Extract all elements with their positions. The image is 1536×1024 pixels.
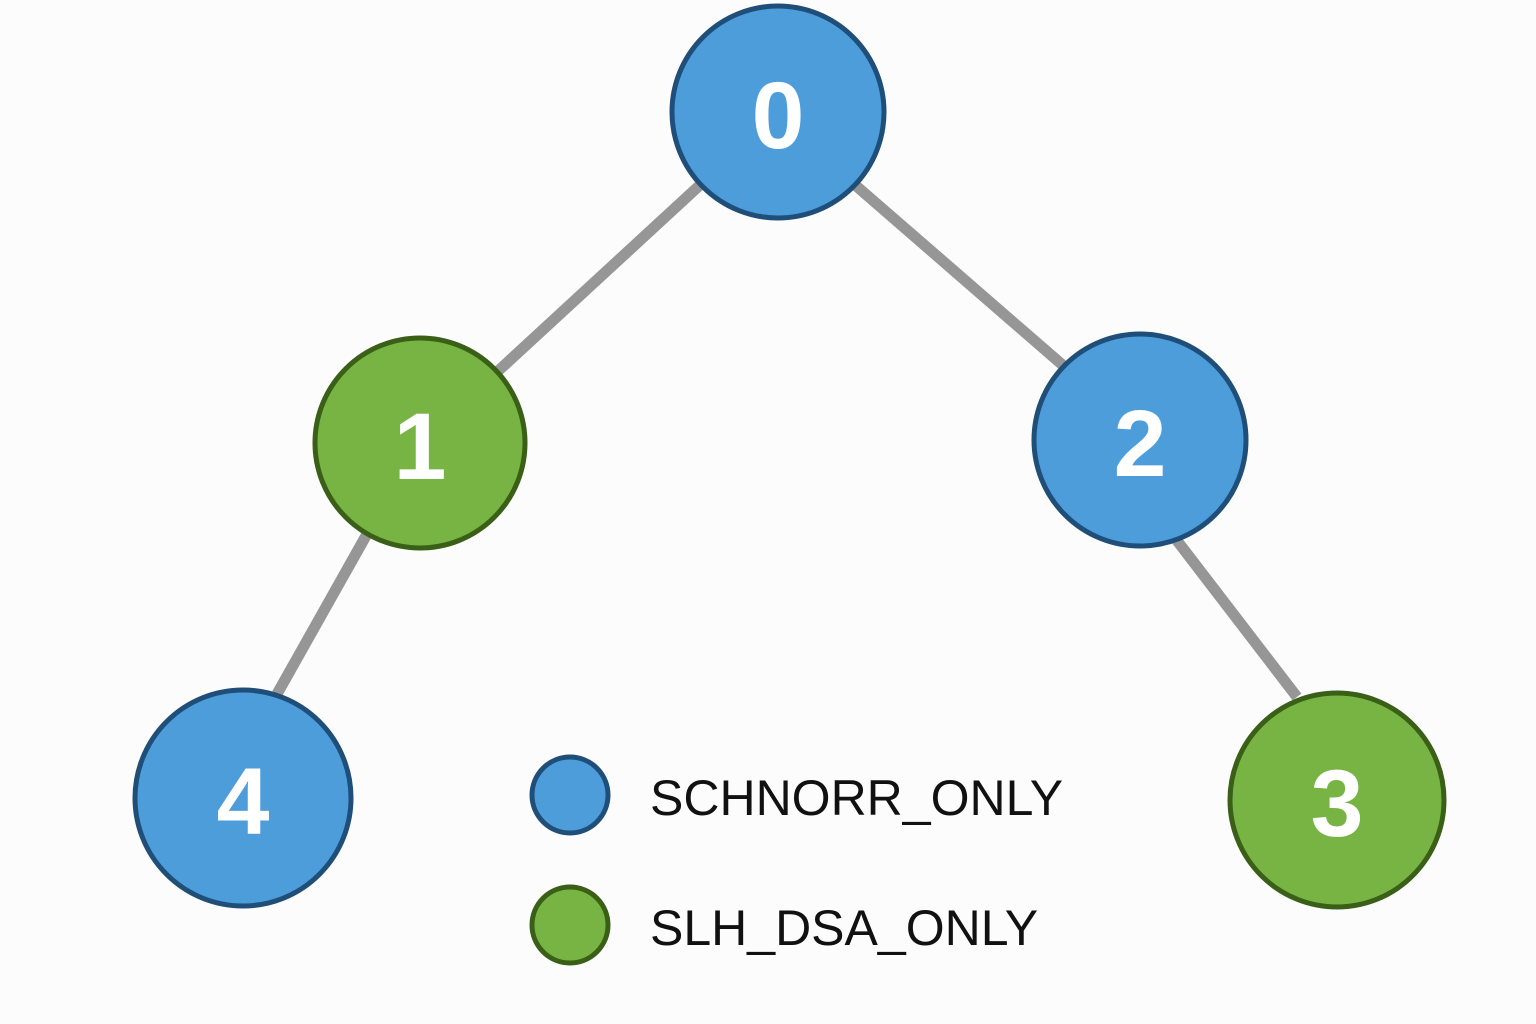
node-4[interactable]: 4 (132, 687, 354, 909)
legend-entry-slh-dsa-only[interactable]: SLH_DSA_ONLY (529, 884, 1038, 966)
edge-0-1 (493, 180, 704, 377)
node-1[interactable]: 1 (312, 335, 528, 551)
node-2-circle[interactable] (1031, 331, 1249, 549)
node-4-circle[interactable] (132, 687, 354, 909)
legend-label-schnorr-only: SCHNORR_ONLY (650, 770, 1063, 826)
node-1-label: 1 (394, 394, 447, 500)
legend-swatch-schnorr-only-icon (529, 754, 611, 836)
node-1-circle[interactable] (312, 335, 528, 551)
edge-0-2 (850, 179, 1070, 373)
edge-layer (272, 179, 1302, 701)
edge-1-4 (272, 531, 372, 697)
edge-2-3 (1170, 534, 1302, 701)
legend-entry-schnorr-only[interactable]: SCHNORR_ONLY (529, 754, 1063, 836)
legend: SCHNORR_ONLY SLH_DSA_ONLY (529, 754, 1063, 966)
legend-label-slh-dsa-only: SLH_DSA_ONLY (650, 900, 1038, 956)
legend-swatch-slh-dsa-only-icon (529, 884, 611, 966)
node-0-circle[interactable] (669, 3, 887, 221)
node-2-label: 2 (1114, 391, 1167, 497)
node-layer: 0 1 2 3 4 (132, 3, 1447, 910)
node-0[interactable]: 0 (669, 3, 887, 221)
node-3-circle[interactable] (1227, 690, 1447, 910)
node-0-label: 0 (752, 63, 805, 169)
node-4-label: 4 (217, 749, 270, 855)
node-3[interactable]: 3 (1227, 690, 1447, 910)
node-3-label: 3 (1311, 751, 1364, 857)
node-2[interactable]: 2 (1031, 331, 1249, 549)
